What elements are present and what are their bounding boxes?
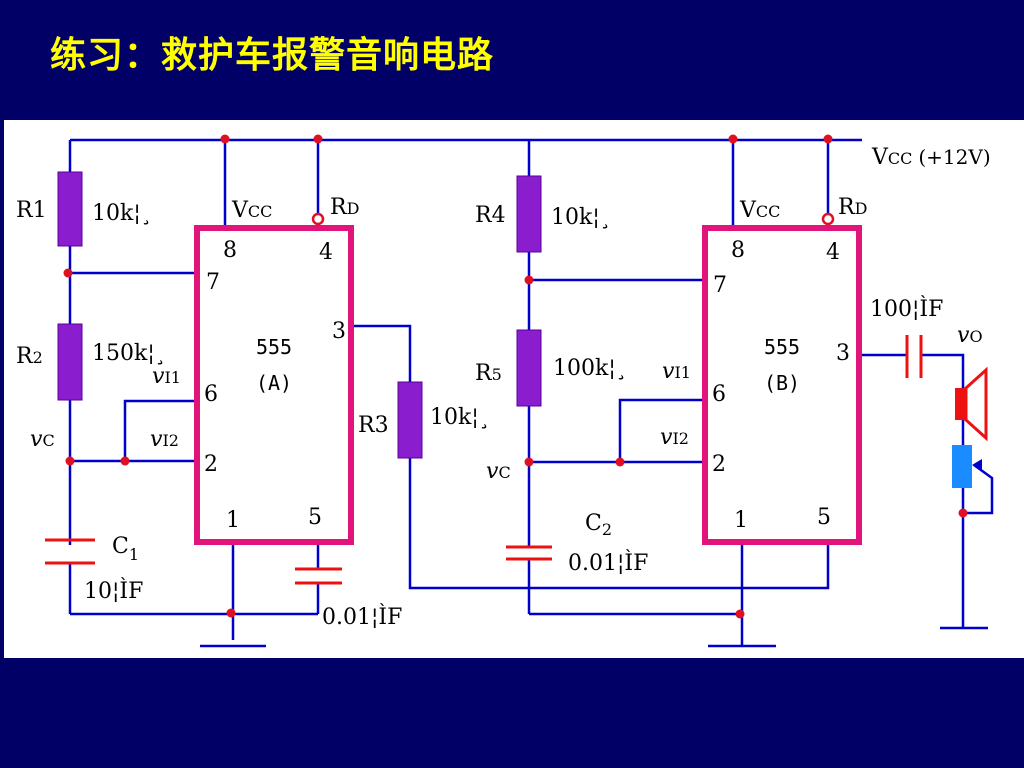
vcc-label-b: VCC (739, 198, 780, 223)
chip-555-a (194, 225, 354, 545)
chip-b-name: (B) (764, 371, 800, 395)
capacitor-c1 (45, 538, 95, 565)
resistor-r5 (516, 329, 542, 407)
c1-name: C1 (112, 534, 139, 564)
chip-555-b (702, 225, 862, 545)
wire-pin6a (123, 399, 196, 461)
c-out-value: 100¦ÌF (870, 295, 943, 322)
terminal-rd-a (311, 212, 325, 226)
r1-name: R1 (16, 198, 47, 223)
chip-b-label: 555 (764, 335, 800, 359)
pin7-b: 7 (713, 273, 727, 298)
wires (68, 138, 994, 648)
vo-label: vO (957, 323, 983, 348)
speaker-icon (955, 366, 988, 442)
potentiometer (952, 445, 982, 488)
pin8-a: 8 (223, 238, 237, 263)
rd-label-b: RD (838, 195, 867, 220)
capacitor-a5 (295, 567, 342, 585)
r2-name: R2 (16, 344, 43, 369)
resistor-r2 (57, 323, 83, 401)
junction-dots (63, 134, 968, 619)
supply-label: VCC(+12V) (871, 145, 991, 170)
c1-value: 10¦ÌF (84, 577, 143, 604)
wire-cout-speaker (922, 353, 965, 388)
resistor-r3 (397, 381, 423, 459)
c2-name: C2 (585, 511, 612, 539)
capacitor-out (905, 335, 923, 378)
pin5-a: 5 (308, 505, 322, 530)
c2-value: 0.01¦ÌF (568, 549, 648, 576)
vi2-label-a: vI2 (150, 427, 179, 452)
pin1-a: 1 (226, 508, 240, 533)
vi2-label-b: vI2 (660, 425, 689, 450)
r2-value: 150k¦¸ (92, 341, 166, 366)
pin6-a: 6 (204, 382, 218, 407)
vc-label-b: vC (486, 459, 511, 484)
r4-name: R4 (475, 203, 506, 228)
resistor-r4 (516, 175, 542, 253)
vi1-label-b: vI1 (662, 359, 691, 384)
r3-value: 10k¦¸ (430, 405, 490, 430)
chip-a-label: 555 (256, 335, 292, 359)
r4-value: 10k¦¸ (551, 205, 611, 230)
pin2-a: 2 (204, 452, 218, 477)
pin6-b: 6 (712, 382, 726, 407)
pin3-b: 3 (836, 341, 850, 366)
pin5-b: 5 (817, 505, 831, 530)
wire-r3-pin5b (408, 458, 830, 590)
pin3-a: 3 (332, 319, 346, 344)
pin7-a: 7 (206, 270, 220, 295)
resistor-r1 (57, 171, 83, 247)
c-a5-value: 0.01¦ÌF (322, 603, 402, 630)
vc-label-a: vC (30, 427, 55, 452)
pin8-b: 8 (731, 238, 745, 263)
r5-name: R5 (475, 361, 502, 386)
terminal-rd-b (821, 212, 835, 226)
wire-pin3a (350, 324, 412, 382)
pin4-a: 4 (319, 240, 333, 265)
vcc-label-a: VCC (231, 198, 272, 223)
pin1-b: 1 (734, 508, 748, 533)
r5-value: 100k¦¸ (553, 356, 627, 381)
capacitor-c2 (506, 545, 552, 561)
wire-pot-wiper (963, 463, 994, 515)
rd-label-a: RD (330, 195, 359, 220)
pin4-b: 4 (826, 240, 840, 265)
chip-a-name: (A) (256, 371, 292, 395)
slide-title: 练习：救护车报警音响电路 (50, 35, 495, 76)
r1-value: 10k¦¸ (92, 201, 152, 226)
wire-pin6b (618, 398, 706, 462)
pin2-b: 2 (712, 452, 726, 477)
r3-name: R3 (358, 413, 389, 438)
vi1-label-a: vI1 (152, 364, 181, 389)
